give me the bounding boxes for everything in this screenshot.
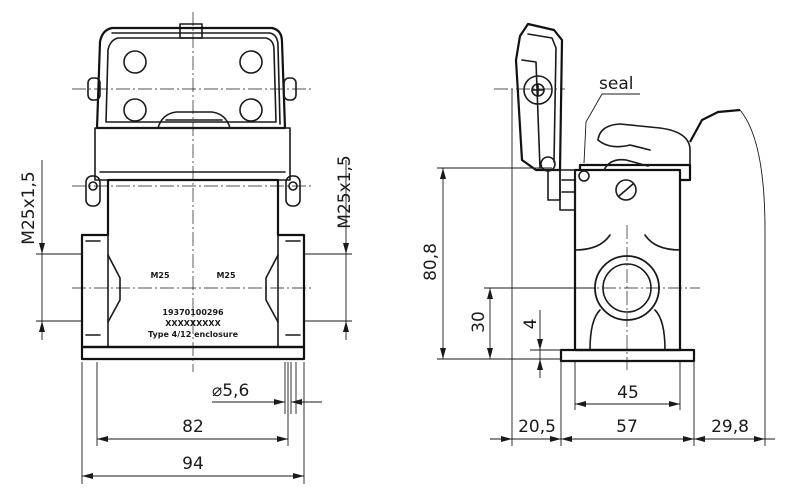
marking-placeholder: XXXXXXXXX <box>165 319 221 328</box>
dimension-94: 94 <box>81 362 305 484</box>
dimension-30: 30 <box>469 287 596 359</box>
dim-94-label: 94 <box>182 454 204 474</box>
cover <box>87 23 297 130</box>
dimension-hole: ⌀5,6 <box>212 362 322 414</box>
dimension-82: 82 <box>96 362 289 446</box>
dim-82-label: 82 <box>182 417 204 437</box>
dim-80-8-label: 80,8 <box>421 243 441 281</box>
opened-cover <box>514 22 564 172</box>
marking-m25-right: M25 <box>216 271 236 280</box>
dim-45-label: 45 <box>617 383 639 403</box>
seal-label: seal <box>599 74 633 94</box>
housing-body <box>80 178 306 361</box>
dimension-bottom-chain: 20,5 57 29,8 <box>490 417 775 442</box>
front-view: M25 M25 19370100296 XXXXXXXXX Type 4/12 … <box>19 12 355 484</box>
side-view: seal 80,8 30 4 <box>421 22 775 446</box>
front-center-lines <box>72 12 312 372</box>
hole-diameter-label: ⌀5,6 <box>212 381 249 401</box>
dim-29-8-label: 29,8 <box>711 417 749 437</box>
dimension-45: 45 <box>575 383 680 407</box>
dim-4-label: 4 <box>521 319 541 330</box>
body-markings: M25 M25 19370100296 XXXXXXXXX Type 4/12 … <box>148 271 239 339</box>
seal-callout: seal <box>583 74 640 164</box>
marking-type: Type 4/12 enclosure <box>148 330 239 339</box>
marking-part-number: 19370100296 <box>162 308 224 317</box>
left-thread-label: M25x1,5 <box>19 171 39 244</box>
dim-57-label: 57 <box>616 417 638 437</box>
locking-lever <box>578 108 741 201</box>
dimension-right-thread: M25x1,5 <box>304 155 355 340</box>
marking-m25-left: M25 <box>150 271 170 280</box>
dimension-4: 4 <box>521 310 561 378</box>
side-extension-lines <box>511 89 766 446</box>
dim-20-5-label: 20,5 <box>518 417 556 437</box>
dim-30-label: 30 <box>469 311 489 333</box>
dimension-left-thread: M25x1,5 <box>19 160 82 340</box>
right-thread-label: M25x1,5 <box>335 155 355 228</box>
side-center-lines <box>494 88 700 370</box>
